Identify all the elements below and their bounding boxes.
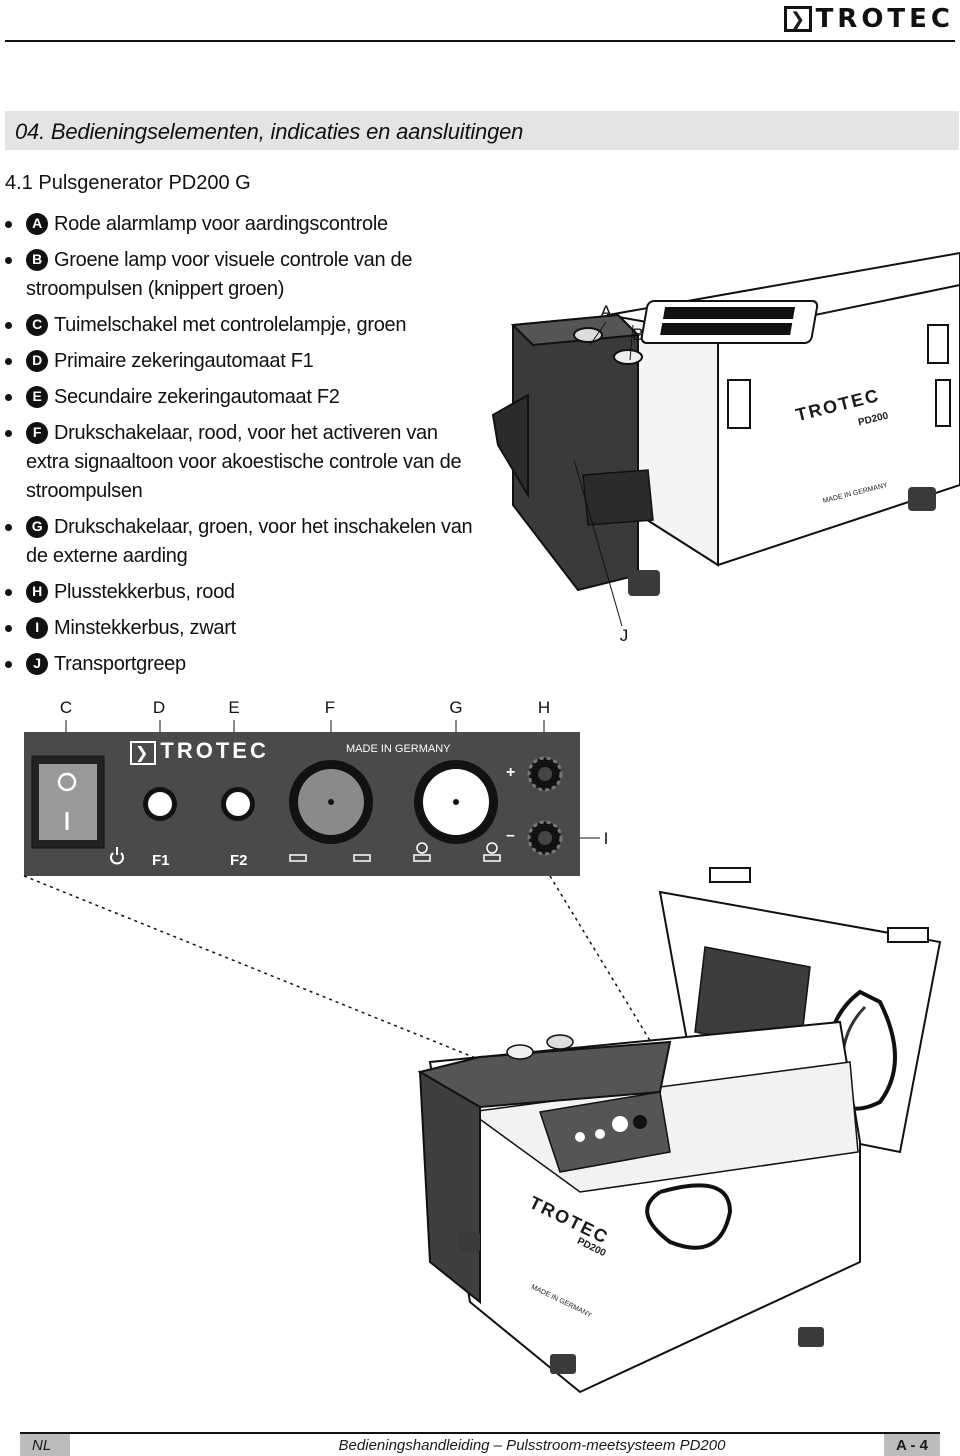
logo-mark-icon: ❯ [783,6,812,32]
item-text: Secundaire zekeringautomaat F2 [54,386,340,408]
callout-i: I [603,829,609,848]
list-item: A Rode alarmlamp voor aardingscontrole [0,210,480,239]
item-text: Drukschakelaar, rood, voor het activeren… [26,422,462,502]
item-text: Primaire zekeringautomaat F1 [54,350,314,372]
callout-f: F [324,698,336,717]
letter-badge: G [26,515,48,538]
section-header-bar: 04. Bedieningselementen, indicaties en a… [5,111,959,150]
list-item: D Primaire zekeringautomaat F1 [0,347,480,376]
callout-leader-lines-top [573,321,634,627]
letter-badge: B [26,248,48,271]
bullet-icon [5,358,12,365]
item-text: Transportgreep [54,653,186,675]
list-item: C Tuimelschakel met controlelampje, groen [0,311,480,340]
bullet-icon [5,589,12,596]
letter-badge: A [26,212,48,235]
list-item: J Transportgreep [0,650,480,679]
page-footer: NL Bedieningshandleiding – Pulsstroom-me… [20,1432,940,1456]
item-text: Minstekkerbus, zwart [54,617,236,639]
item-text: Groene lamp voor visuele controle van de… [26,249,413,300]
panel-made-in: MADE IN GERMANY [346,743,451,755]
callout-e: E [228,698,240,717]
footer-language: NL [20,1434,70,1456]
device-closed-illustration [491,251,960,596]
item-text: Plusstekkerbus, rood [54,581,235,603]
callout-b: B [632,325,644,344]
control-panel-illustration [24,720,600,876]
callout-d: D [152,698,166,717]
header-rule [5,40,955,42]
panel-f2-label: F2 [230,852,248,869]
letter-badge: J [26,652,48,675]
callout-c: C [59,698,73,717]
subsection-title: 4.1 Pulsgenerator PD200 G [5,172,251,194]
item-text: Tuimelschakel met controlelampje, groen [54,314,407,336]
item-text: Drukschakelaar, groen, voor het inschake… [26,516,473,567]
panel-f1-label: F1 [152,852,170,869]
callout-j: J [619,626,629,645]
panel-brand: ❯TROTEC [130,738,269,765]
letter-badge: I [26,616,48,639]
bullet-icon [5,625,12,632]
list-item: E Secundaire zekeringautomaat F2 [0,383,480,412]
letter-badge: H [26,580,48,603]
letter-badge: E [26,385,48,408]
panel-plus-label: + [506,764,516,781]
callout-a: A [600,302,612,321]
letter-badge: C [26,313,48,336]
list-item: I Minstekkerbus, zwart [0,614,480,643]
callout-g: G [449,698,463,717]
bullet-icon [5,430,12,437]
section-title: 04. Bedieningselementen, indicaties en a… [15,119,524,144]
logo-wordmark: TROTEC [815,4,954,34]
panel-brand-icon: ❯ [130,741,157,765]
footer-page-number: A - 4 [884,1434,940,1456]
bullet-icon [5,221,12,228]
trotec-logo: ❯ TROTEC [783,4,954,34]
letter-badge: F [26,421,48,444]
bullet-icon [5,661,12,668]
bullet-icon [5,524,12,531]
bullet-icon [5,322,12,329]
item-text: Rode alarmlamp voor aardingscontrole [54,213,388,235]
device-open-illustration [23,867,942,1394]
callout-h: H [537,698,551,717]
bullet-icon [5,257,12,264]
panel-minus-label: – [506,827,515,844]
footer-manual-title: Bedieningshandleiding – Pulsstroom-meets… [338,1436,726,1454]
letter-badge: D [26,349,48,372]
bullet-icon [5,394,12,401]
list-item: H Plusstekkerbus, rood [0,578,480,607]
panel-brand-text: TROTEC [160,738,269,763]
